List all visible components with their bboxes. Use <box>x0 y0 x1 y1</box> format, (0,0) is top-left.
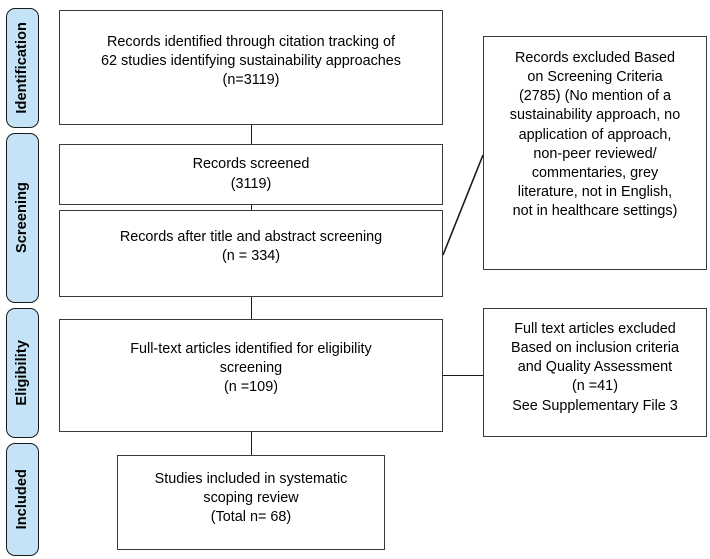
connector-eligibility-to-excluded-fulltext <box>443 375 483 376</box>
box-records-excluded-screening: Records excluded Based on Screening Crit… <box>483 36 707 270</box>
box-full-text-eligibility: Full-text articles identified for eligib… <box>59 319 443 432</box>
box-full-text-excluded: Full text articles excluded Based on inc… <box>483 308 707 437</box>
box-full-text-eligibility-text: Full-text articles identified for eligib… <box>130 341 372 396</box>
box-records-screened: Records screened (3119) <box>59 144 443 205</box>
box-studies-included-text: Studies included in systematic scoping r… <box>154 471 348 526</box>
connector-eligibility-to-included <box>251 432 252 455</box>
stage-label-included: Included <box>14 469 31 530</box>
box-records-screened-text: Records screened (3119) <box>192 156 310 192</box>
connector-after-title-to-eligibility <box>251 297 252 319</box>
connector-screened-to-after-title <box>251 205 252 210</box>
stage-pill-eligibility: Eligibility <box>6 308 39 438</box>
box-records-excluded-screening-text: Records excluded Based on Screening Crit… <box>509 50 681 220</box>
box-studies-included: Studies included in systematic scoping r… <box>117 455 385 550</box>
stage-pill-identification: Identification <box>6 8 39 128</box>
box-full-text-excluded-text: Full text articles excluded Based on inc… <box>511 321 679 414</box>
connector-identified-to-screened <box>251 125 252 144</box>
connector-screening-to-excluded-diagonal <box>442 154 484 256</box>
stage-pill-screening: Screening <box>6 133 39 303</box>
stage-pill-included: Included <box>6 443 39 556</box>
box-records-after-title-abstract-text: Records after title and abstract screeni… <box>119 229 383 265</box>
stage-label-eligibility: Eligibility <box>14 340 31 406</box>
box-records-after-title-abstract: Records after title and abstract screeni… <box>59 210 443 297</box>
box-records-identified-text: Records identified through citation trac… <box>101 34 401 89</box>
box-records-identified: Records identified through citation trac… <box>59 10 443 125</box>
stage-label-screening: Screening <box>14 182 31 254</box>
stage-label-identification: Identification <box>14 22 31 114</box>
